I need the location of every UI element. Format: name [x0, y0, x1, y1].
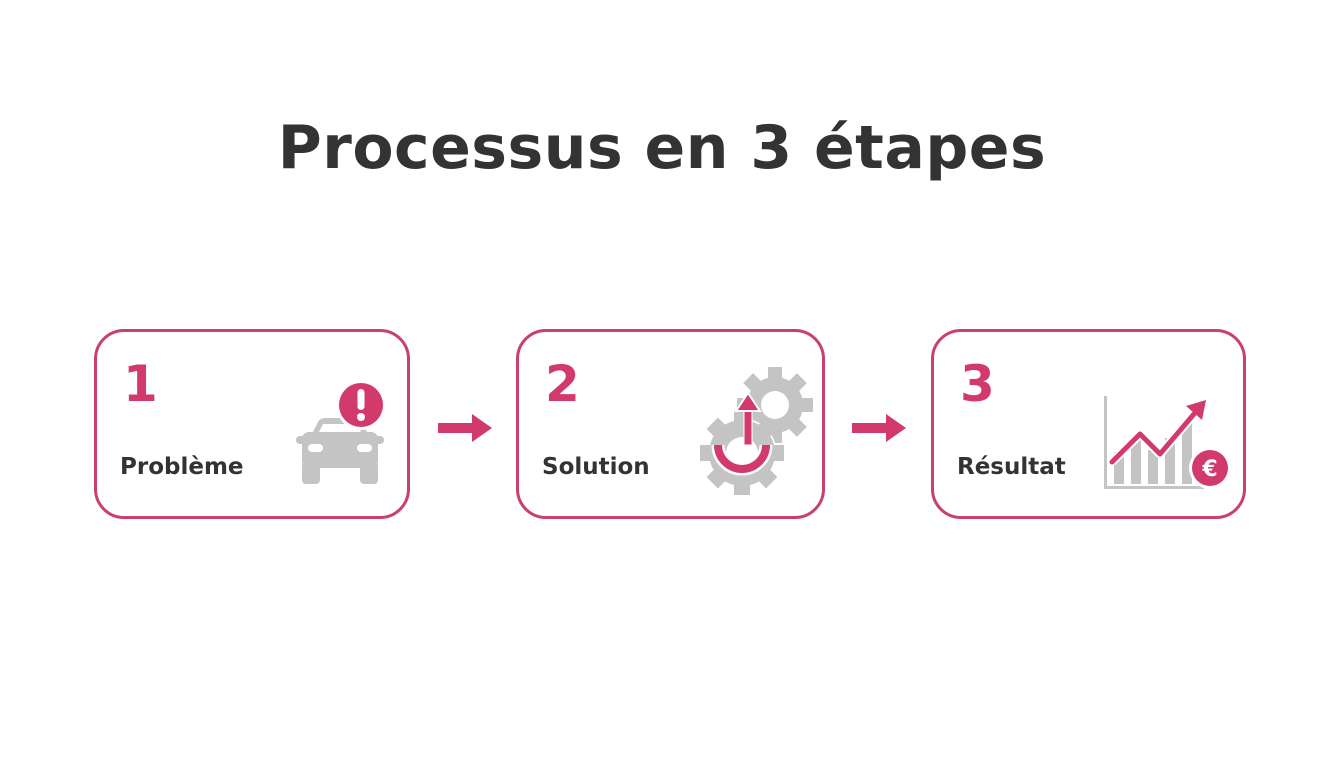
car-warning-icon — [296, 380, 386, 484]
step-number: 1 — [123, 355, 158, 413]
step-label: Problème — [120, 454, 244, 480]
page-title: Processus en 3 étapes — [277, 113, 1047, 183]
step-card-solution: 2 Solution — [516, 329, 825, 519]
step-number: 2 — [545, 355, 580, 413]
step-card-result: 3 Résultat € — [931, 329, 1246, 519]
chart-growth-euro-icon: € — [1104, 396, 1231, 489]
step-number: 3 — [960, 355, 995, 413]
gears-arrow-icon — [700, 367, 813, 495]
step-card-problem: 1 Problème — [94, 329, 410, 519]
arrow-right-icon — [438, 414, 492, 442]
svg-text:€: € — [1201, 457, 1217, 482]
arrow-right-icon — [852, 414, 906, 442]
step-label: Solution — [542, 454, 650, 480]
step-label: Résultat — [957, 454, 1066, 480]
